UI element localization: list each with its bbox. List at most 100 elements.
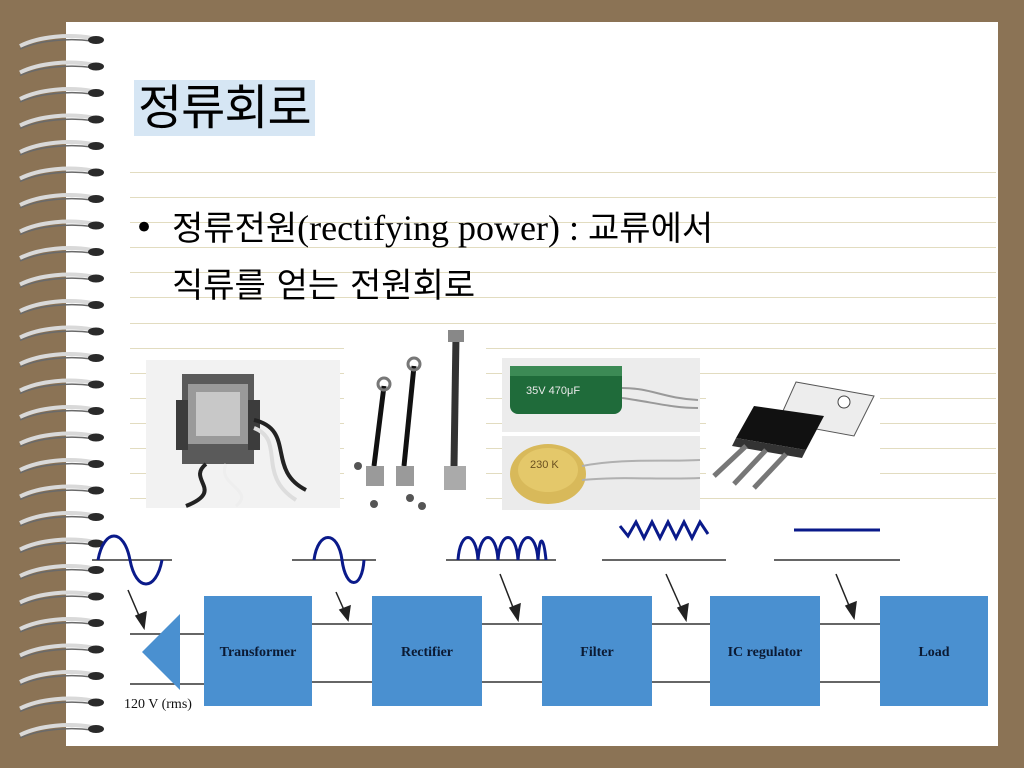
ceramic-capacitor-label: 230 K: [530, 459, 559, 471]
spiral-coil-shadow: [19, 330, 93, 342]
spiral-binding: [19, 34, 104, 739]
spiral-coil-shadow: [19, 515, 93, 527]
spiral-coil-shadow: [19, 489, 93, 501]
binding-hole: [88, 36, 104, 44]
ruled-line: [130, 222, 996, 223]
ruled-line: [130, 323, 996, 324]
bullet-text-line-2: 직류를 얻는 전원회로: [172, 266, 476, 306]
spiral-coil-shadow: [19, 38, 93, 50]
spiral-coil-shadow: [19, 595, 93, 607]
spiral-coil: [19, 113, 93, 128]
spiral-coil-shadow: [19, 91, 93, 103]
spiral-coil-shadow: [19, 65, 93, 77]
binding-hole: [88, 248, 104, 256]
spiral-coil-shadow: [19, 118, 93, 130]
binding-hole: [88, 301, 104, 309]
bullet-english-term: (rectifying power) :: [297, 208, 589, 248]
binding-hole: [88, 195, 104, 203]
binding-hole: [88, 645, 104, 654]
spiral-coil-shadow: [19, 197, 93, 209]
binding-hole: [88, 486, 104, 495]
binding-hole: [88, 274, 104, 283]
binding-hole: [88, 698, 104, 707]
spiral-coil: [19, 511, 93, 525]
ruled-line: [130, 197, 996, 198]
spiral-coil: [19, 246, 93, 260]
binding-hole: [88, 619, 104, 627]
spiral-coil-shadow: [19, 356, 93, 368]
spiral-coil-shadow: [19, 701, 93, 713]
spiral-coil-shadow: [19, 144, 93, 156]
ruled-line: [130, 297, 996, 298]
spiral-coil-shadow: [19, 621, 93, 633]
spiral-coil: [19, 299, 93, 313]
diode-photo: [344, 326, 486, 520]
spiral-coil: [19, 325, 93, 340]
binding-hole: [88, 592, 104, 601]
spiral-coil-shadow: [19, 648, 93, 660]
binding-hole: [88, 168, 104, 177]
electrolytic-capacitor-photo: 35V 470μF: [502, 358, 700, 432]
spiral-coil: [19, 87, 93, 101]
ruled-line: [130, 348, 996, 349]
binding-hole: [88, 407, 104, 415]
binding-hole: [88, 354, 104, 362]
binding-hole: [88, 433, 104, 442]
binding-hole: [88, 725, 104, 733]
spiral-coil: [19, 405, 93, 419]
spiral-coil-shadow: [19, 277, 93, 289]
binding-hole: [88, 327, 104, 336]
spiral-coil: [19, 590, 93, 605]
spiral-coil-shadow: [19, 727, 93, 739]
spiral-coil: [19, 484, 93, 499]
binding-hole: [88, 62, 104, 71]
spiral-coil-shadow: [19, 224, 93, 236]
ruled-line: [130, 272, 996, 273]
binding-hole: [88, 142, 104, 150]
spiral-coil: [19, 564, 93, 578]
spiral-coil-shadow: [19, 409, 93, 421]
spiral-coil-shadow: [19, 436, 93, 448]
binding-hole: [88, 513, 104, 521]
spiral-coil: [19, 643, 93, 658]
electrolytic-capacitor-label: 35V 470μF: [526, 385, 580, 397]
spiral-coil-shadow: [19, 383, 93, 395]
spiral-coil: [19, 723, 93, 737]
spiral-coil-shadow: [19, 462, 93, 474]
binding-hole: [88, 672, 104, 680]
spiral-coil-shadow: [19, 171, 93, 183]
spiral-coil: [19, 458, 93, 472]
binding-hole: [88, 89, 104, 97]
binding-hole: [88, 460, 104, 468]
ruled-line: [130, 247, 996, 248]
spiral-coil: [19, 352, 93, 366]
spiral-coil: [19, 219, 93, 234]
spiral-coil-shadow: [19, 568, 93, 580]
spiral-coil: [19, 431, 93, 446]
spiral-coil: [19, 193, 93, 207]
spiral-coil: [19, 378, 93, 393]
ceramic-capacitor-photo: 230 K: [502, 436, 700, 510]
transformer-photo: [146, 360, 340, 508]
spiral-coil-shadow: [19, 542, 93, 554]
spiral-coil: [19, 34, 93, 48]
spiral-coil-shadow: [19, 303, 93, 315]
ruled-line: [130, 172, 996, 173]
binding-hole: [88, 115, 104, 124]
binding-hole: [88, 380, 104, 389]
bullet-text-line-1: 정류전원(rectifying power) : 교류에서: [172, 206, 713, 251]
bullet-icon: •: [134, 208, 155, 248]
slide-title: 정류회로: [134, 80, 315, 136]
binding-hole: [88, 566, 104, 574]
spiral-coil-shadow: [19, 674, 93, 686]
binding-hole: [88, 539, 104, 548]
spiral-coil: [19, 166, 93, 181]
bullet-korean-end: 교류에서: [588, 209, 714, 249]
spiral-coil: [19, 537, 93, 552]
binding-hole: [88, 221, 104, 230]
spiral-coil: [19, 617, 93, 631]
bullet-korean-term: 정류전원: [172, 209, 298, 249]
spiral-coil-shadow: [19, 250, 93, 262]
spiral-coil: [19, 272, 93, 287]
spiral-coil: [19, 696, 93, 711]
